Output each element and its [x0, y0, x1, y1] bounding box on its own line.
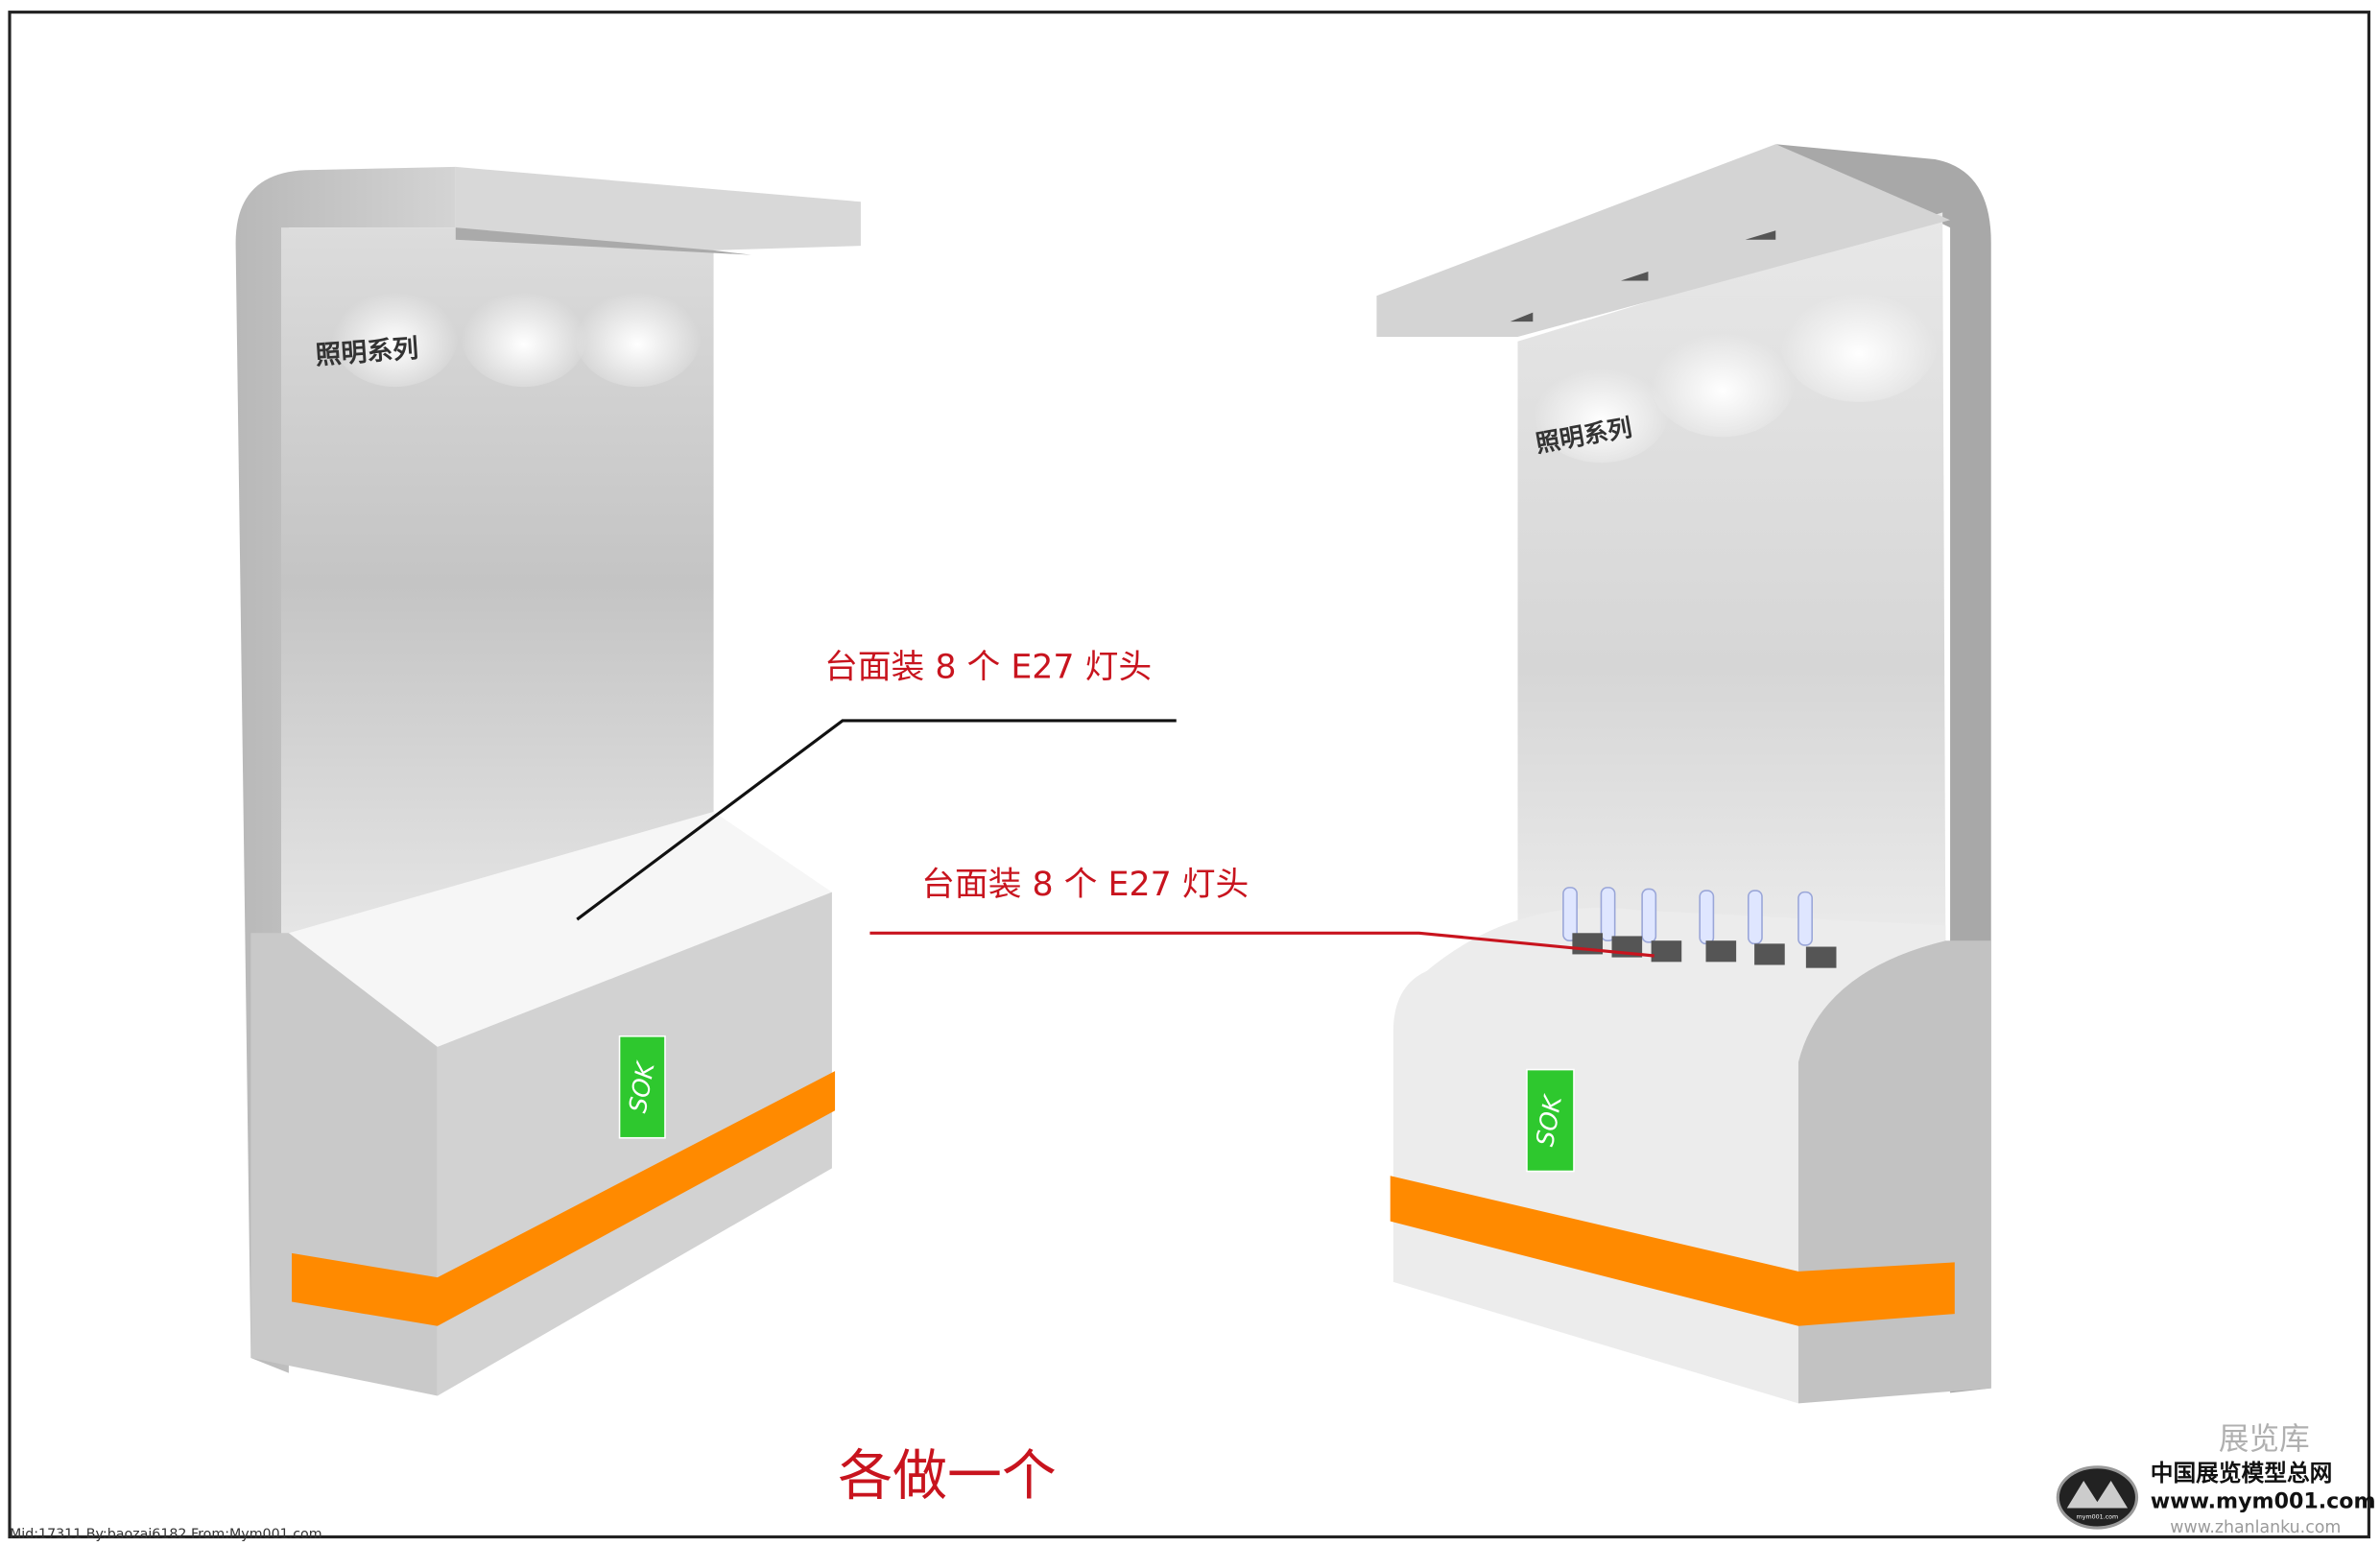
watermark-id: Mid:17311 By:baozai6182 From:Mym001.com — [10, 1527, 322, 1542]
right-stand: 照明系列 SOK — [1376, 144, 1991, 1404]
left-sok-logo: SOK — [618, 1035, 666, 1139]
left-series-label: 照明系列 — [315, 334, 419, 370]
left-callout-text: 台面装 8 个 E27 灯头 — [824, 649, 1152, 687]
logo-name: 中国展览模型总网 — [2151, 1460, 2333, 1487]
right-sok-logo: SOK — [1526, 1068, 1575, 1173]
logo-badge — [2056, 1465, 2139, 1530]
site-logo: mym001.com 展览库 中国展览模型总网 www.mym001.com w… — [2056, 1422, 2376, 1537]
e27-bulbs — [1562, 887, 1837, 968]
logo-badge-text: mym001.com — [2077, 1514, 2119, 1521]
right-callout-text: 台面装 8 个 E27 灯头 — [921, 866, 1249, 904]
footer-note: 各做一个 — [838, 1444, 1057, 1508]
right-callout-line — [869, 931, 1654, 958]
left-orange-band — [292, 1071, 836, 1326]
left-callout-line — [576, 719, 1177, 921]
right-orange-band — [1390, 1176, 1955, 1326]
frame-border — [8, 11, 2370, 1539]
logo-url: www.mym001.com — [2151, 1488, 2376, 1513]
overlay-url: www.zhanlanku.com — [2170, 1518, 2341, 1537]
left-stand: 照明系列 SOK — [235, 166, 861, 1396]
overlay-name: 展览库 — [2219, 1422, 2310, 1457]
